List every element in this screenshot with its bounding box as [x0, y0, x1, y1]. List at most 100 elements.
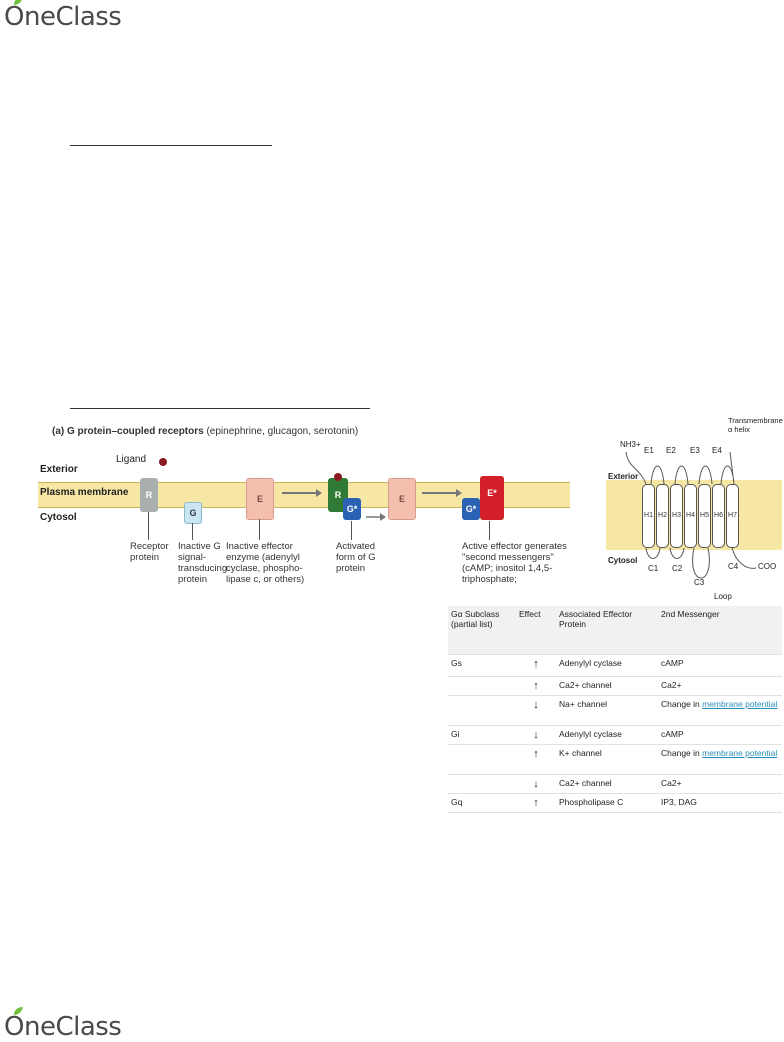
cell-effect: ↑ — [516, 744, 556, 775]
cell-protein: Na+ channel — [556, 695, 658, 726]
header-effect: Effect — [516, 606, 556, 655]
cell-subclass — [448, 774, 516, 794]
caption-receptor: Receptor protein — [130, 541, 169, 563]
tm-exterior-label: Exterior — [608, 472, 639, 481]
helix-h5: H5 — [698, 484, 711, 548]
tm-coo: COO — [758, 562, 777, 571]
caption-inactive-g: Inactive G signal-transducing protein — [178, 541, 228, 585]
logo-text: OneClass — [4, 1012, 122, 1042]
table-header-row: Gα Subclass (partial list) Effect Associ… — [448, 606, 782, 655]
tm-e4: E4 — [712, 446, 722, 455]
helix-h6: H6 — [712, 484, 725, 548]
table-row: ↓ Ca2+ channel Ca2+ — [448, 774, 782, 794]
tm-loop: Loop — [714, 592, 732, 601]
messenger-text: Change in — [661, 748, 703, 758]
tm-transmembrane-label: Transmembrane α helix — [728, 416, 783, 434]
oneclass-logo-footer[interactable]: OneClass — [4, 1007, 122, 1042]
membrane-potential-link[interactable]: membrane potential — [702, 699, 778, 709]
cell-messenger: cAMP — [658, 725, 782, 745]
oneclass-logo[interactable]: OneClass — [4, 0, 122, 32]
logo-text: OneClass — [4, 2, 122, 32]
table-row: ↓ Na+ channel Change in membrane potenti… — [448, 695, 782, 726]
cell-effect: ↓ — [516, 695, 556, 726]
label-cytosol: Cytosol — [40, 512, 77, 523]
table-row: Gi ↓ Adenylyl cyclase cAMP — [448, 725, 782, 745]
table-row: ↑ K+ channel Change in membrane potentia… — [448, 744, 782, 775]
ligand-dot — [159, 458, 167, 466]
header-messenger: 2nd Messenger — [658, 606, 782, 655]
e-pointer — [259, 519, 260, 540]
cell-messenger: Change in membrane potential — [658, 744, 782, 775]
table-row: Gq ↑ Phospholipase C IP3, DAG — [448, 793, 782, 813]
active-effector: E* — [480, 476, 504, 520]
receptor-protein: R — [140, 478, 158, 512]
receptor-pointer — [148, 512, 149, 540]
caption-active-effector: Active effector generates "second messen… — [462, 541, 567, 585]
small-arrow-icon — [366, 513, 386, 521]
helix-h3: H3 — [670, 484, 683, 548]
helix-h1: H1 — [642, 484, 655, 548]
figure-title: (a) G protein–coupled receptors (epineph… — [52, 426, 359, 437]
helix-h7: H7 — [726, 484, 739, 548]
cell-messenger: Ca2+ — [658, 774, 782, 794]
cell-subclass: Gq — [448, 793, 516, 813]
tm-cytosol-label: Cytosol — [608, 556, 638, 565]
inactive-g-protein: G — [184, 502, 202, 524]
cell-effect: ↓ — [516, 774, 556, 794]
cell-protein: Phospholipase C — [556, 793, 658, 813]
header-subclass: Gα Subclass (partial list) — [448, 606, 516, 655]
cell-effect: ↑ — [516, 793, 556, 813]
cell-messenger: cAMP — [658, 654, 782, 677]
header-protein: Associated Effector Protein — [556, 606, 658, 655]
helix-h2: H2 — [656, 484, 669, 548]
cell-protein: Adenylyl cyclase — [556, 725, 658, 745]
g-pointer — [192, 523, 193, 540]
cell-subclass: Gs — [448, 654, 516, 677]
tm-nh3-label: NH3+ — [620, 440, 641, 449]
activated-g-protein: G* — [343, 498, 361, 520]
tm-c3: C3 — [694, 578, 705, 587]
arrow-icon — [282, 489, 322, 497]
leaf-icon — [14, 1007, 23, 1015]
gpcr-figure: (a) G protein–coupled receptors (epineph… — [38, 420, 584, 610]
label-ligand: Ligand — [116, 454, 147, 465]
caption-inactive-effector: Inactive effector enzyme (adenylyl cycla… — [226, 541, 305, 585]
tm-c4: C4 — [728, 562, 739, 571]
cell-protein: Adenylyl cyclase — [556, 654, 658, 677]
tm-helices: H1 H2 H3 H4 H5 H6 H7 — [642, 484, 739, 548]
tm-loops — [625, 451, 757, 579]
cell-messenger: Change in membrane potential — [658, 695, 782, 726]
cell-subclass — [448, 744, 516, 775]
bound-ligand-dot — [334, 473, 342, 481]
cell-protein: Ca2+ channel — [556, 774, 658, 794]
seven-transmembrane-diagram: Exterior Cytosol NH3+ Transmembrane α he… — [606, 412, 783, 608]
cell-messenger: IP3, DAG — [658, 793, 782, 813]
membrane-potential-link[interactable]: membrane potential — [702, 748, 778, 758]
caption-activated-g: Activated form of G protein — [336, 541, 376, 574]
cell-effect: ↑ — [516, 654, 556, 677]
cell-protein: Ca2+ channel — [556, 676, 658, 696]
active-g-bound: G* — [462, 498, 480, 520]
active-effector-pointer — [489, 521, 490, 540]
activated-g-pointer — [351, 521, 352, 540]
label-membrane: Plasma membrane — [40, 487, 129, 498]
tm-c2: C2 — [672, 564, 683, 573]
arrow-icon-2 — [422, 489, 462, 497]
tm-c1: C1 — [648, 564, 659, 573]
heading-underline-2 — [70, 408, 370, 409]
cell-subclass — [448, 695, 516, 726]
cell-effect: ↑ — [516, 676, 556, 696]
messenger-text: Change in — [661, 699, 703, 709]
cell-messenger: Ca2+ — [658, 676, 782, 696]
inactive-effector: E — [246, 478, 274, 520]
heading-underline-1 — [70, 145, 272, 146]
cell-subclass — [448, 676, 516, 696]
cell-effect: ↓ — [516, 725, 556, 745]
effector-before-activation: E — [388, 478, 416, 520]
tm-e2: E2 — [666, 446, 676, 455]
helix-h4: H4 — [684, 484, 697, 548]
leaf-icon — [14, 0, 22, 5]
cell-protein: K+ channel — [556, 744, 658, 775]
table-row: ↑ Ca2+ channel Ca2+ — [448, 676, 782, 696]
tm-e3: E3 — [690, 446, 700, 455]
